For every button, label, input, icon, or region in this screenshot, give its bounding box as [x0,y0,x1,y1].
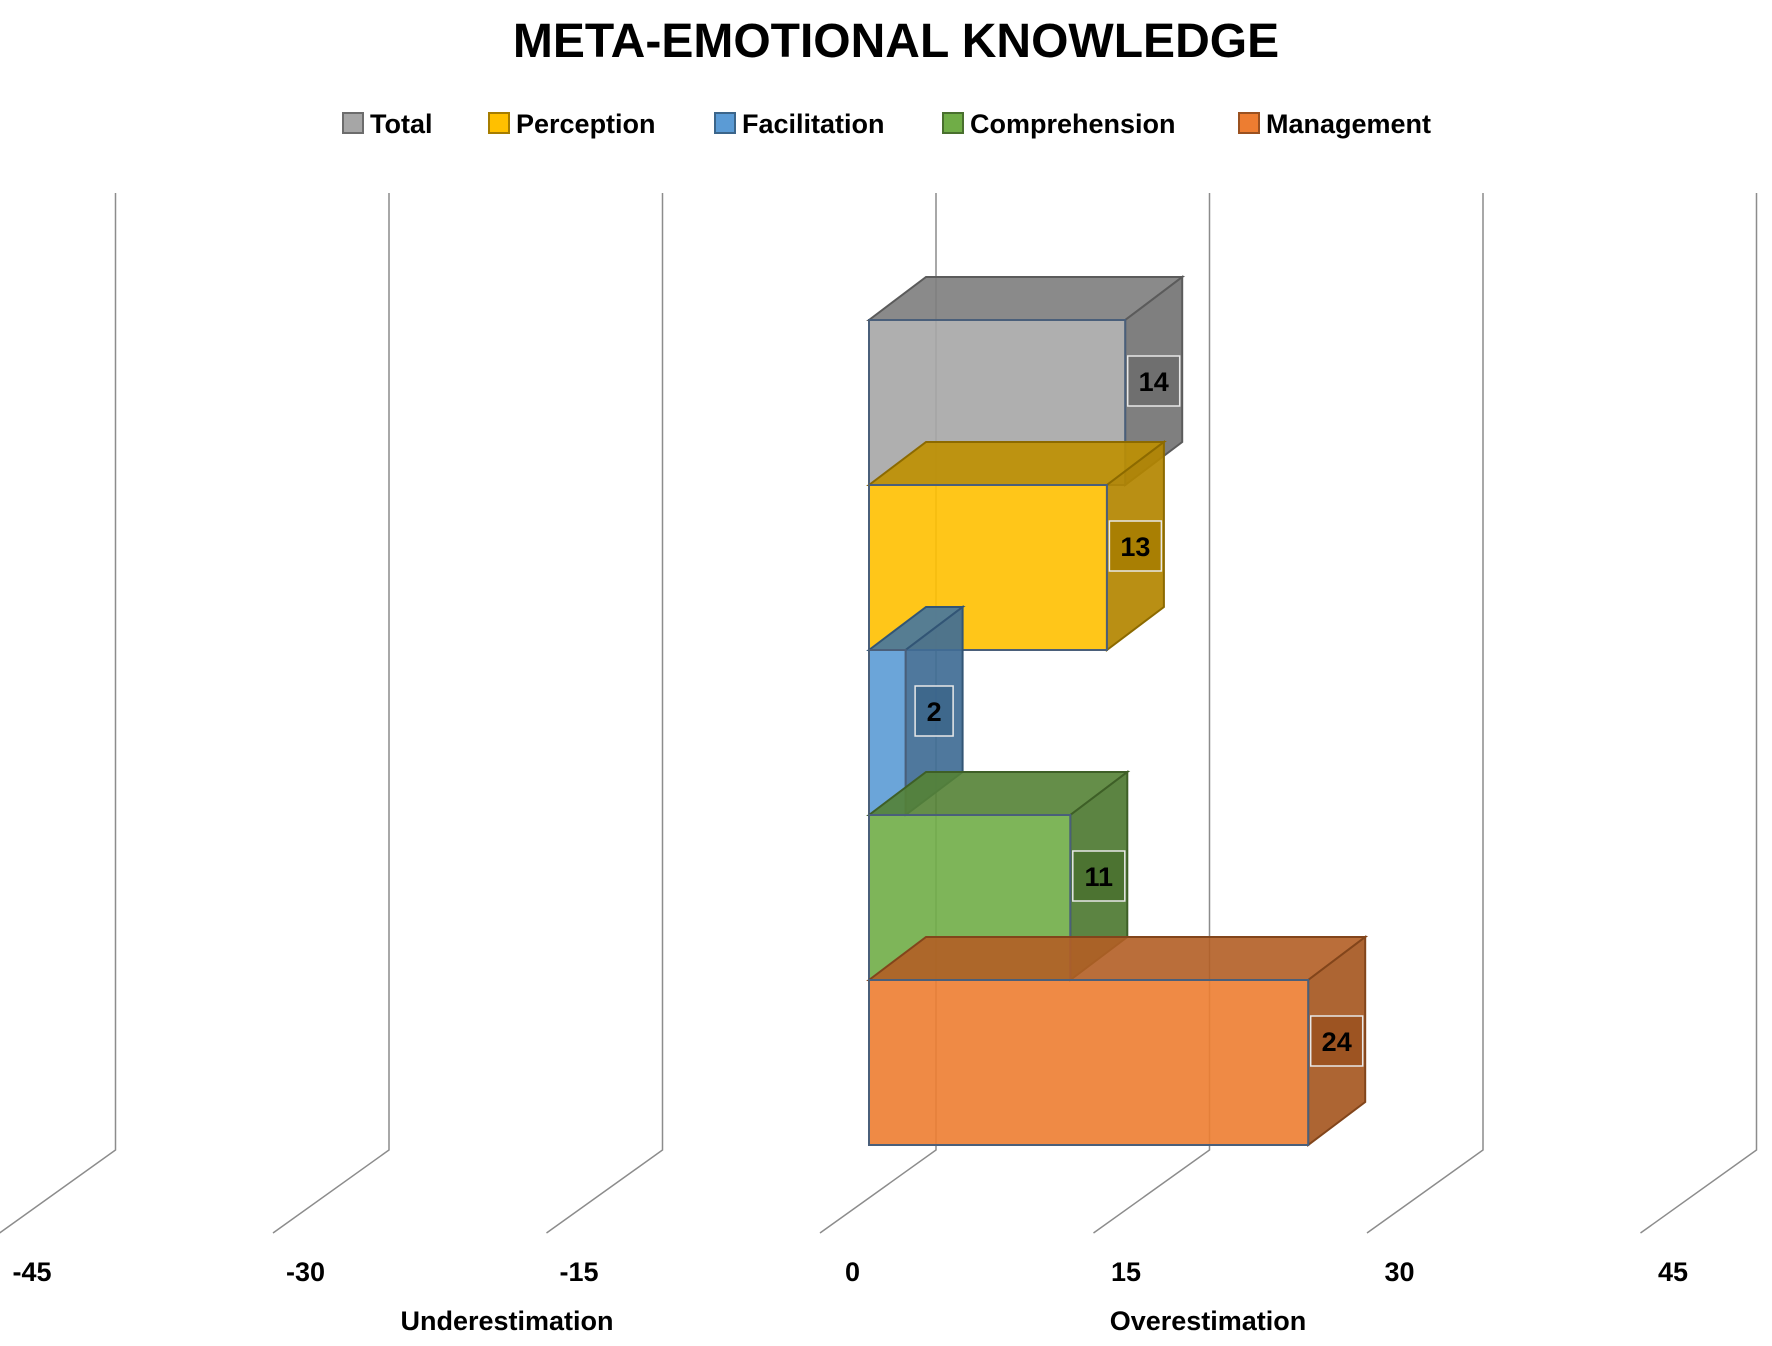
legend: Total Perception Facilitation Comprehension… [342,109,1431,139]
legend-label: Management [1266,109,1431,139]
gridline--30 [272,193,390,1234]
x-tick-labels: -45 -30 -15 0 15 30 45 [12,1257,1688,1287]
data-label-text: 14 [1139,367,1169,397]
underestimation-label: Underestimation [400,1306,613,1336]
data-label-perception: 13 [1108,520,1163,572]
x-tick-label: 0 [845,1257,860,1287]
bar-front-face [868,649,907,816]
legend-swatch [488,112,510,134]
data-label-box [914,685,954,737]
data-labels: 14 13 2 11 24 [914,355,1364,1067]
gridline-30 [1366,193,1484,1234]
legend-item-facilitation: Facilitation [714,109,885,139]
data-label-box [1108,520,1163,572]
legend-item-management: Management [1238,109,1431,139]
data-label-total: 14 [1126,355,1181,407]
data-label-box [1126,355,1181,407]
data-label-text: 24 [1322,1027,1352,1057]
bar-top-face [866,936,1369,981]
legend-item-comprehension: Comprehension [942,109,1176,139]
data-label-box [1072,850,1126,902]
legend-label: Total [370,109,433,139]
legend-item-total: Total [342,109,433,139]
legend-swatch [342,112,364,134]
x-tick-label: -30 [286,1257,325,1287]
x-tick-label: 45 [1658,1257,1688,1287]
x-tick-label: -45 [12,1257,51,1287]
data-label-comprehension: 11 [1072,850,1126,902]
bar-comprehension [866,769,1131,983]
gridline-15 [1093,193,1211,1234]
legend-swatch [714,112,736,134]
legend-swatch [942,112,964,134]
gridline-45 [1640,193,1758,1234]
legend-item-perception: Perception [488,109,656,139]
legend-swatch [1238,112,1260,134]
data-label-text: 2 [927,697,942,727]
overestimation-label: Overestimation [1110,1306,1307,1336]
bars [866,274,1369,1148]
bar-management [866,934,1369,1148]
data-label-text: 13 [1120,532,1150,562]
data-label-box [1309,1015,1364,1067]
gridline--15 [546,193,664,1234]
data-label-facilitation: 2 [914,685,954,737]
legend-label: Perception [516,109,656,139]
x-tick-label: 30 [1384,1257,1414,1287]
data-label-text: 11 [1085,862,1114,892]
bar-front-face [868,979,1310,1146]
x-tick-label: -15 [559,1257,598,1287]
legend-label: Facilitation [742,109,885,139]
x-tick-label: 15 [1111,1257,1141,1287]
gridline--45 [0,193,117,1234]
chart-title: META-EMOTIONAL KNOWLEDGE [513,15,1279,68]
data-label-management: 24 [1309,1015,1364,1067]
legend-label: Comprehension [970,109,1176,139]
